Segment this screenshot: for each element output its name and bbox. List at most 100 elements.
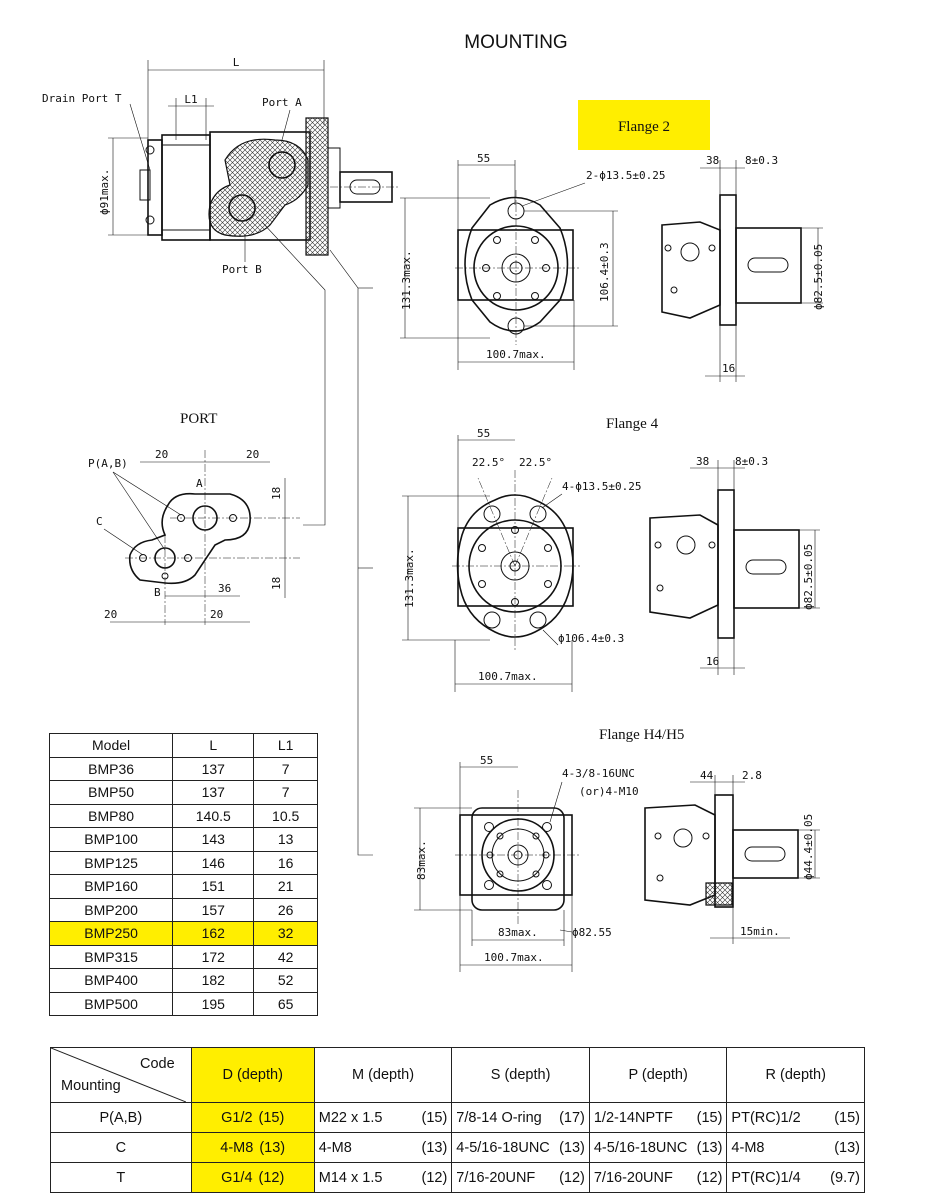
flange-2-w1007: 100.7max. <box>486 348 546 361</box>
port-dim-20-b: 20 <box>246 448 259 461</box>
cell-l: 137 <box>172 780 255 805</box>
header-s-depth: S (depth) <box>451 1047 590 1103</box>
header-p-depth: P (depth) <box>588 1047 728 1103</box>
flange-4-holes: 4-ϕ13.5±0.25 <box>562 480 641 493</box>
code-value: 4-5/16-18UNC <box>456 1139 550 1156</box>
flange-4-d825: ϕ82.5±0.05 <box>802 544 815 610</box>
code-depth: (12) <box>421 1169 448 1186</box>
cell-l1: 32 <box>253 921 318 946</box>
flange-4: Flange 4 55 22.5° 22.5° 4-ϕ13.5±0.25 131… <box>402 416 820 692</box>
flange-4-h1313: 131.3max. <box>403 548 416 608</box>
flange-2-h1313: 131.3max. <box>400 250 413 310</box>
flange-h4h5: Flange H4/H5 55 4-3/8-16UNC (or)4-M10 83… <box>414 727 820 972</box>
code-value: 7/8-14 O-ring <box>456 1109 542 1126</box>
port-dim-20-c: 20 <box>104 608 117 621</box>
code-value: M14 x 1.5 <box>318 1169 383 1186</box>
header-corner: Code Mounting <box>50 1047 192 1103</box>
table-row: P(A,B) G1/2 (15) M22 x 1.5 (15) 7/8-14 O-ring… <box>50 1102 865 1133</box>
flange-2-s16: 16 <box>722 362 735 375</box>
code-depth: (17) <box>559 1109 585 1126</box>
flange-4-a2: 22.5° <box>519 456 552 469</box>
port-dim-36: 36 <box>218 582 231 595</box>
cell-l: 157 <box>172 897 255 922</box>
flange-4-s16: 16 <box>706 655 719 668</box>
flange-h-w55: 55 <box>480 754 493 767</box>
header-r-depth: R (depth) <box>726 1047 865 1103</box>
cell-l: 172 <box>172 944 255 969</box>
cell-s-depth: 7/16-20UNF(12) <box>451 1162 590 1193</box>
cell-model: BMP36 <box>48 756 174 781</box>
flange-4-a1: 22.5° <box>472 456 505 469</box>
cell-mounting: P(A,B) <box>50 1102 192 1133</box>
code-value: G1/2 <box>221 1109 253 1126</box>
header-l1: L1 <box>253 733 318 758</box>
cell-l1: 65 <box>253 991 318 1016</box>
port-a-letter: A <box>196 477 203 490</box>
cell-p-depth: 4-5/16-18UNC(13) <box>588 1132 728 1163</box>
cell-model: BMP315 <box>48 944 174 969</box>
flange-2-highlight <box>578 100 710 150</box>
flange-h-title: Flange H4/H5 <box>599 727 684 743</box>
drain-port-label: Drain Port T <box>42 92 122 105</box>
code-depth: (15) <box>258 1109 285 1126</box>
cell-model: BMP160 <box>48 874 174 899</box>
code-value: M22 x 1.5 <box>318 1109 383 1126</box>
flange-h-thread1: 4-3/8-16UNC <box>562 767 635 780</box>
flange-h-s15: 15min. <box>740 925 780 938</box>
cell-m-depth: M22 x 1.5 (15) <box>313 1102 453 1133</box>
code-value: PT(RC)1/2 <box>731 1109 801 1126</box>
flange-h-d8255: ϕ82.55 <box>572 926 612 939</box>
cell-l1: 26 <box>253 897 318 922</box>
header-m-depth: M (depth) <box>313 1047 453 1103</box>
cell-l1: 21 <box>253 874 318 899</box>
flange-h-d444: ϕ44.4±0.05 <box>802 814 815 880</box>
code-depth: (13) <box>421 1139 448 1156</box>
cell-model: BMP125 <box>48 850 174 875</box>
cell-r-depth: 4-M8(13) <box>726 1132 865 1163</box>
flange-h-w1007: 100.7max. <box>484 951 544 964</box>
cell-p-depth: 1/2-14NPTF(15) <box>588 1102 728 1133</box>
code-depth: (12) <box>696 1169 723 1186</box>
code-table-header: Code Mounting D (depth) M (depth) S (dep… <box>50 1047 865 1103</box>
cell-model: BMP200 <box>48 897 174 922</box>
dim-d91-label: ϕ91max. <box>98 169 111 215</box>
code-depth: (15) <box>834 1109 860 1126</box>
code-depth: (13) <box>834 1139 860 1156</box>
cell-p-depth: 7/16-20UNF(12) <box>588 1162 728 1193</box>
code-depth: (9.7) <box>830 1169 860 1186</box>
flange-2: Flange 2 55 2-ϕ13.5±0.25 131.3max. 106.4… <box>400 100 825 382</box>
port-title: PORT <box>180 411 217 427</box>
flange-4-w55: 55 <box>477 427 490 440</box>
cell-l: 195 <box>172 991 255 1016</box>
flange-4-s8: 8±0.3 <box>735 455 768 468</box>
cell-mounting: T <box>50 1162 192 1193</box>
port-code-table: Code Mounting D (depth) M (depth) S (dep… <box>50 1047 865 1193</box>
code-depth: (15) <box>696 1109 723 1126</box>
cell-d-depth: 4-M8(13) <box>190 1132 315 1163</box>
cell-l1: 42 <box>253 944 318 969</box>
cell-model: BMP400 <box>48 968 174 993</box>
flange-2-d825: ϕ82.5±0.05 <box>812 244 825 310</box>
cell-l: 146 <box>172 850 255 875</box>
flange-h-s44: 44 <box>700 769 714 782</box>
code-depth: (15) <box>421 1109 448 1126</box>
cell-l: 151 <box>172 874 255 899</box>
code-value: 4-M8 <box>318 1139 352 1156</box>
code-depth: (12) <box>258 1169 285 1186</box>
header-model: Model <box>48 733 174 758</box>
cell-r-depth: PT(RC)1/4(9.7) <box>726 1162 865 1193</box>
flange-h-w83: 83max. <box>498 926 538 939</box>
port-detail: PORT 20 20 18 18 36 20 20 P(A,B) C A B <box>88 411 300 625</box>
cell-m-depth: 4-M8 (13) <box>313 1132 453 1163</box>
flange-4-d1064: ϕ106.4±0.3 <box>558 632 624 645</box>
